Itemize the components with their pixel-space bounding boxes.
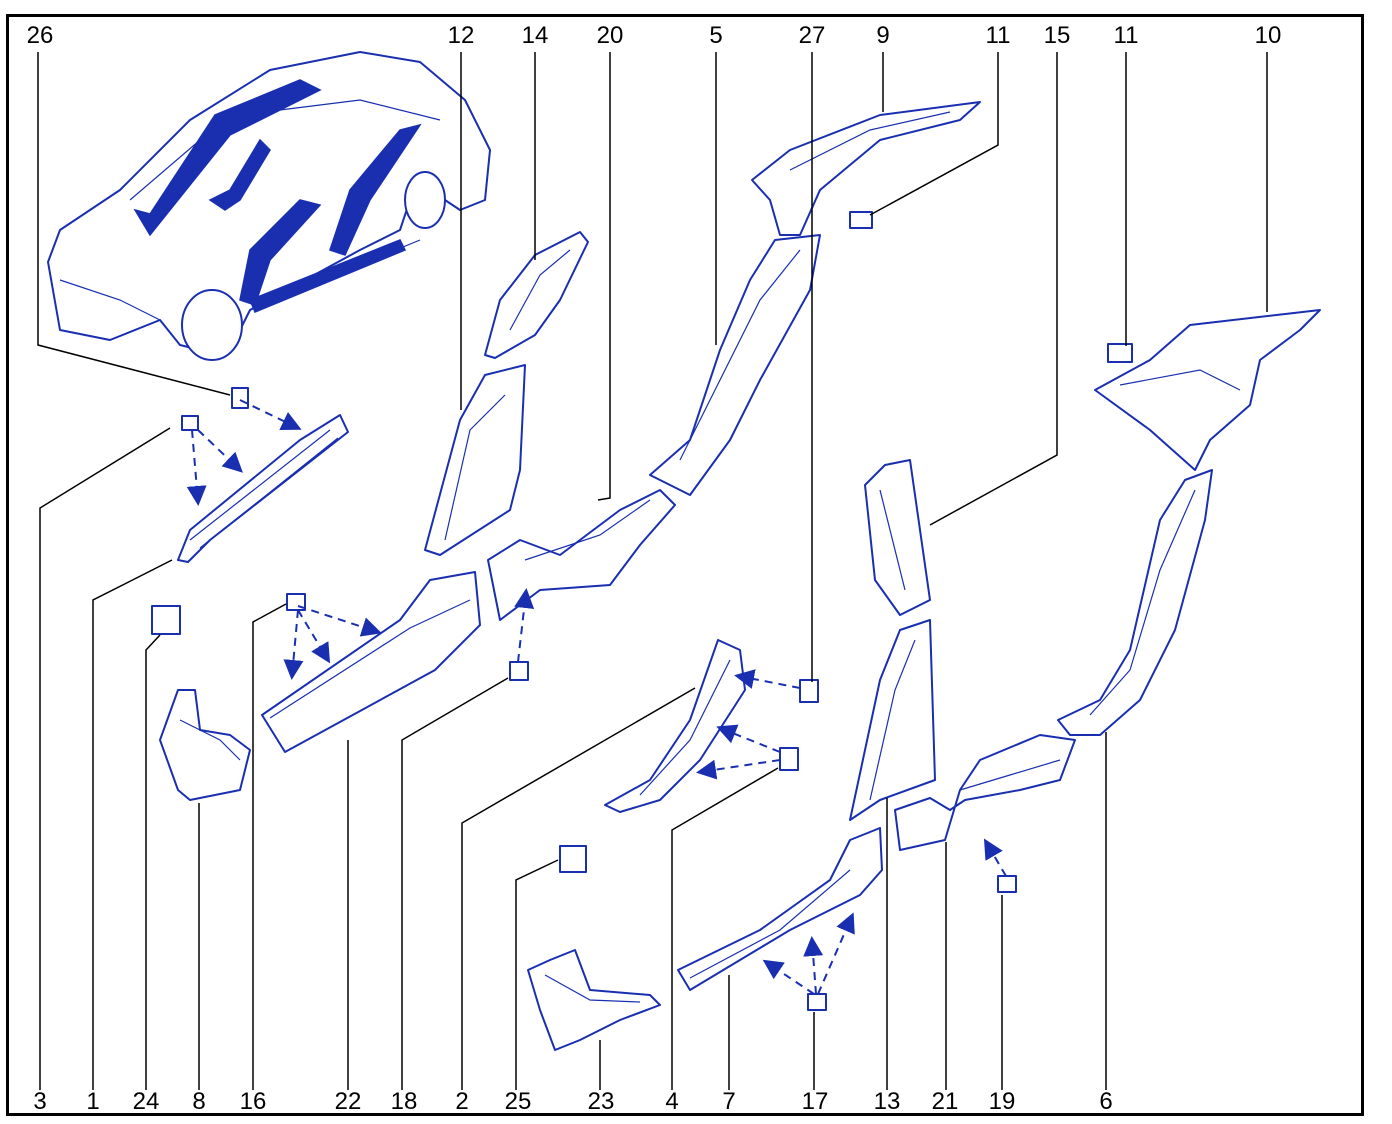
label-24: 24	[132, 1088, 160, 1115]
part-4-clip	[779, 747, 799, 771]
part-8	[159, 689, 251, 801]
label-11-a: 11	[985, 22, 1011, 49]
part-2	[604, 639, 746, 813]
part-11-clip-b	[1107, 343, 1133, 363]
label-9: 9	[876, 22, 890, 49]
label-18: 18	[390, 1088, 418, 1115]
label-13: 13	[873, 1088, 901, 1115]
part-13	[849, 619, 936, 821]
part-27-clip	[799, 679, 819, 703]
label-26: 26	[26, 22, 54, 49]
label-19: 19	[988, 1088, 1016, 1115]
label-23: 23	[587, 1088, 615, 1115]
label-8: 8	[192, 1088, 206, 1115]
label-3: 3	[33, 1088, 47, 1115]
label-10: 10	[1254, 22, 1282, 49]
label-21: 21	[931, 1088, 959, 1115]
assembly-arrows	[186, 399, 1007, 995]
part-9	[751, 101, 981, 236]
part-14	[484, 231, 589, 359]
part-23	[527, 949, 661, 1051]
label-17: 17	[801, 1088, 829, 1115]
part-1	[177, 414, 349, 563]
part-10	[1094, 309, 1321, 471]
label-11-b: 11	[1113, 22, 1139, 49]
part-11-clip-a	[849, 211, 873, 229]
label-6: 6	[1099, 1088, 1113, 1115]
label-16: 16	[239, 1088, 267, 1115]
part-17-clip	[807, 993, 827, 1011]
label-14: 14	[521, 22, 549, 49]
part-24-block	[151, 605, 181, 635]
part-21	[894, 734, 1076, 851]
leader-lines	[37, 52, 1268, 1090]
part-12	[424, 364, 526, 556]
part-6	[1057, 469, 1213, 736]
part-20	[487, 489, 676, 621]
label-12: 12	[447, 22, 475, 49]
label-4: 4	[665, 1088, 679, 1115]
part-3-clip	[181, 415, 199, 431]
diagram-frame	[6, 14, 1364, 1116]
label-22: 22	[334, 1088, 362, 1115]
label-25: 25	[504, 1088, 532, 1115]
part-5	[649, 234, 821, 496]
label-15: 15	[1043, 22, 1071, 49]
part-15	[864, 459, 931, 616]
label-2: 2	[455, 1088, 469, 1115]
part-18-clip	[509, 661, 529, 681]
part-7	[677, 827, 883, 991]
part-26-clip	[231, 387, 249, 409]
label-7: 7	[722, 1088, 736, 1115]
part-22	[261, 571, 481, 753]
part-19-clip	[997, 875, 1017, 893]
label-20: 20	[596, 22, 624, 49]
label-5: 5	[709, 22, 723, 49]
label-27: 27	[798, 22, 826, 49]
label-1: 1	[86, 1088, 100, 1115]
car-overview	[47, 51, 491, 361]
part-25-block	[559, 845, 587, 873]
